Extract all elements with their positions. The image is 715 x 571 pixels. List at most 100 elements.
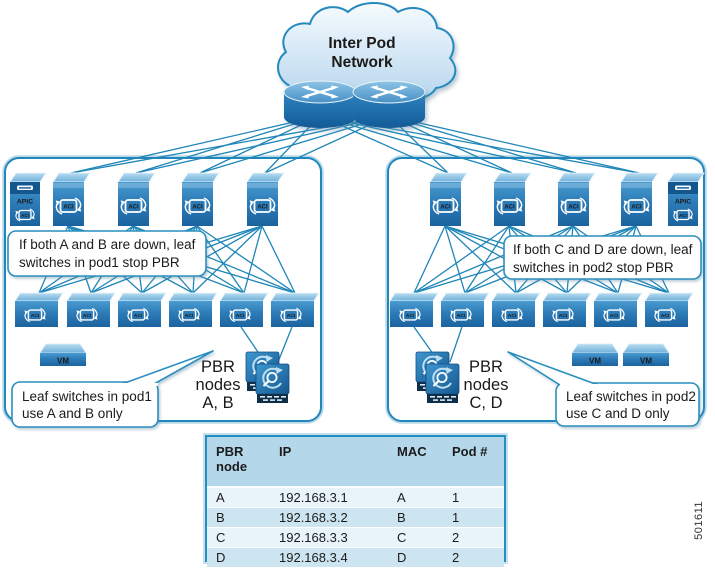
aci-arrowhead-left [127, 310, 132, 315]
pod1-leaf-3-icon: ACI [117, 292, 167, 327]
icon-label: ACI [21, 213, 29, 218]
cell-pod: 2 [443, 527, 504, 548]
aci-arrowhead-right [671, 315, 676, 320]
vm-front-face [40, 353, 86, 366]
pod1-leaf-6-icon: ACI [270, 292, 320, 327]
link-line [444, 225, 517, 294]
leaf-front-face [441, 301, 484, 327]
table-header-ip: IP [270, 437, 388, 488]
leaf-top-face [66, 292, 116, 302]
leaf-top-face [593, 292, 643, 302]
firewall-brick [447, 399, 452, 401]
spine-top-face [117, 172, 156, 183]
leaf-top-face [117, 292, 167, 302]
pod2-pbr-label-line3: C, D [470, 394, 503, 412]
magnifier-icon [266, 371, 278, 383]
spine-highlight [558, 183, 589, 188]
aci-logo-icon: ACI [654, 307, 676, 323]
pod1-leaf-2-icon: ACI [66, 292, 116, 327]
cell-pod: 2 [443, 547, 504, 568]
aci-badge [232, 309, 248, 321]
cloud-label-line2: Network [331, 54, 393, 71]
aci-arrowhead-left [432, 200, 438, 206]
aci-arrowhead-right [467, 315, 472, 320]
magnifier-handle [432, 380, 440, 387]
aci-badge [606, 309, 622, 321]
cell-ip: 192.168.3.3 [270, 527, 388, 548]
aci-arrowhead-right [416, 315, 421, 320]
aci-logo-icon: ACI [120, 197, 147, 215]
aci-arrowhead-right [144, 315, 149, 320]
icon-label: ACI [661, 313, 670, 319]
aci-logo-icon: ACI [450, 307, 472, 323]
link-line [196, 225, 296, 294]
spine-highlight [247, 183, 278, 188]
pod2-leaf-3-icon: ACI [491, 292, 541, 327]
leaf-front-face [594, 301, 637, 327]
table-row-c: C 192.168.3.3 C 2 [207, 527, 504, 548]
firewall-brick [250, 384, 255, 386]
aci-logo-icon: ACI [603, 307, 625, 323]
aci-badge [79, 309, 95, 321]
link-line [413, 225, 510, 294]
link-line [199, 115, 390, 174]
firewall-brick [281, 396, 286, 398]
icon-label: ACI [679, 213, 687, 218]
aci-badge [627, 199, 646, 213]
icon-label: ACI [63, 204, 74, 210]
cell-mac: B [388, 507, 443, 528]
aci-logo-icon: ACI [399, 307, 421, 323]
spine-highlight [494, 183, 525, 188]
aci-arrowhead-right [620, 315, 625, 320]
pod1-top-callout-box [7, 230, 207, 277]
icon-label: ACI [83, 313, 92, 319]
link-line [135, 115, 390, 174]
link-line [319, 115, 577, 174]
pod1-top-callout-line2: switches in pod1 stop PBR [19, 255, 180, 270]
pod1-top-callout-line1: If both A and B are down, leaf [19, 237, 196, 252]
leaf-front-face [390, 301, 433, 327]
firewall-brick [430, 396, 435, 398]
leaf-top-face [491, 292, 541, 302]
link-line [261, 225, 296, 294]
aci-badge [504, 309, 520, 321]
pod2-leaf-2-icon: ACI [440, 292, 490, 327]
aci-arrowhead-left [623, 200, 629, 206]
aci-logo-icon: ACI [229, 307, 251, 323]
pod1-bottom-callout-box [11, 381, 159, 428]
leaf-front-face [67, 301, 110, 327]
table-header-row: PBR node IP MAC Pod # [207, 437, 504, 488]
aci-logo-icon: ACI [501, 307, 523, 323]
pod2-spine-1-icon: ACI [429, 172, 468, 226]
pod1-bottom-callout-line1: Leaf switches in pod1 [22, 389, 152, 404]
aci-arrowhead-left [552, 310, 557, 315]
leaf-top-face [219, 292, 269, 302]
aci-badge [453, 309, 469, 321]
pod1-vm-icon: VM [39, 343, 87, 366]
firewall-brick [260, 396, 265, 398]
icon-label: ACI [504, 204, 515, 210]
aci-badge [181, 309, 197, 321]
cell-pod: 1 [443, 507, 504, 528]
aci-arrowhead-left [229, 310, 234, 315]
icon-label: APIC [17, 199, 33, 206]
aci-arrowhead-left [24, 310, 29, 315]
pod2-top-callout-line1: If both C and D are down, leaf [513, 242, 693, 257]
firewall-base [257, 394, 288, 403]
router-arrowhead [331, 85, 339, 91]
pod2-top-callout: If both C and D are down, leaf switches … [503, 235, 702, 280]
icon-label: ACI [610, 313, 619, 319]
cell-ip: 192.168.3.1 [270, 487, 388, 508]
pod1-callout-pointer [121, 350, 214, 385]
vm-top-face [39, 343, 87, 354]
leaf-front-face [645, 301, 688, 327]
aci-logo-icon: ACI [280, 307, 302, 323]
ipn-router-1-icon [283, 80, 357, 128]
cell-node: C [207, 527, 270, 548]
pod1-pbr-label-line3: A, B [202, 394, 233, 412]
router-arrowhead [301, 93, 309, 99]
firewall-brick [267, 396, 272, 398]
pbr-table: PBR node IP MAC Pod # A 192.168.3.1 A 1 … [205, 435, 506, 568]
